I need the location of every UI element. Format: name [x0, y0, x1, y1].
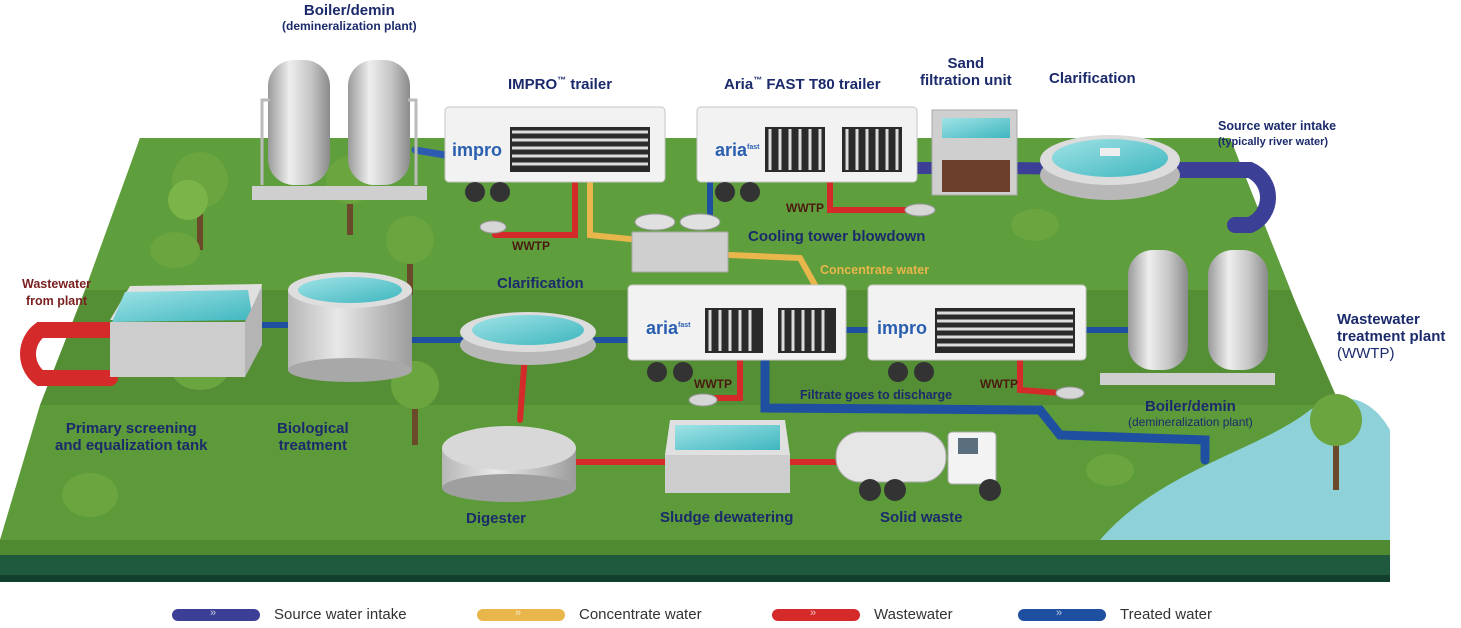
label-source-water-intake: Source water intake (typically river wat… — [1218, 119, 1337, 148]
primary-screening-tank — [110, 284, 262, 377]
logo-impro-top: impro — [452, 140, 503, 160]
clarifier-mid — [460, 312, 596, 365]
clarifier-top — [1040, 135, 1180, 200]
legend-concentrate-water: » Concentrate water — [477, 606, 702, 623]
label-impro-trailer: IMPRO™ trailer — [508, 75, 613, 93]
logo-aria-mid: ariafast — [646, 318, 691, 338]
label-wastewater-from-plant: Wastewater from plant — [22, 277, 92, 308]
sand-filtration-unit — [931, 109, 1018, 196]
solid-waste-truck — [835, 431, 1001, 501]
legend-swatch-treated: » — [1018, 607, 1106, 621]
sludge-dewatering-unit — [665, 420, 790, 493]
legend-swatch-concentrate: » — [477, 607, 565, 621]
boiler-demin-top — [252, 60, 427, 200]
label-clarification-top: Clarification — [1049, 70, 1136, 87]
aria-trailer-mid — [627, 284, 847, 382]
legend-treated-water: » Treated water — [1018, 606, 1212, 623]
process-diagram — [0, 60, 1390, 582]
label-wwtp-1: WWTP — [512, 239, 550, 253]
impro-trailer-mid — [867, 284, 1087, 382]
digester-tank — [442, 426, 576, 502]
pipes-wastewater — [20, 172, 1063, 465]
label-clarification-mid: Clarification — [497, 275, 584, 292]
logo-aria-top: ariafast — [715, 140, 760, 160]
legend: » Source water intake » Concentrate wate… — [0, 606, 1461, 628]
label-aria-trailer: Aria™ FAST T80 trailer — [724, 75, 881, 93]
cooling-tower — [631, 213, 729, 273]
biological-treatment-tank — [288, 272, 412, 382]
legend-swatch-wastewater: » — [772, 607, 860, 621]
label-solid-waste: Solid waste — [880, 509, 963, 526]
label-primary-screening: Primary screening and equalization tank — [55, 420, 208, 454]
label-wwtp: Wastewater treatment plant (WWTP) — [1337, 311, 1446, 362]
label-biological-treatment: Biological treatment — [277, 420, 349, 454]
label-boiler-demin-bottom: Boiler/demin (demineralization plant) — [1128, 398, 1253, 429]
label-concentrate-water: Concentrate water — [820, 263, 930, 277]
legend-swatch-source: » — [172, 607, 260, 621]
label-filtrate: Filtrate goes to discharge — [800, 388, 953, 402]
legend-wastewater: » Wastewater — [772, 606, 953, 623]
label-digester: Digester — [466, 510, 527, 527]
label-cooling-tower: Cooling tower blowdown — [748, 228, 926, 245]
label-wwtp-4: WWTP — [980, 377, 1018, 391]
label-sludge-dewatering: Sludge dewatering — [660, 509, 794, 526]
pipes-concentrate — [587, 172, 818, 288]
boiler-demin-bottom — [1100, 250, 1275, 385]
trees — [62, 152, 1362, 517]
label-wwtp-2: WWTP — [786, 201, 824, 215]
label-boiler-demin-top: Boiler/demin (demineralization plant) — [282, 2, 417, 33]
logo-impro-mid: impro — [877, 318, 928, 338]
small-wwtp-tanks — [479, 203, 1085, 407]
label-sand-filtration: Sand filtration unit — [920, 55, 1012, 89]
label-wwtp-3: WWTP — [694, 377, 732, 391]
legend-source-water: » Source water intake — [172, 606, 407, 623]
aria-trailer-top — [696, 106, 918, 202]
impro-trailer-top — [444, 106, 666, 202]
